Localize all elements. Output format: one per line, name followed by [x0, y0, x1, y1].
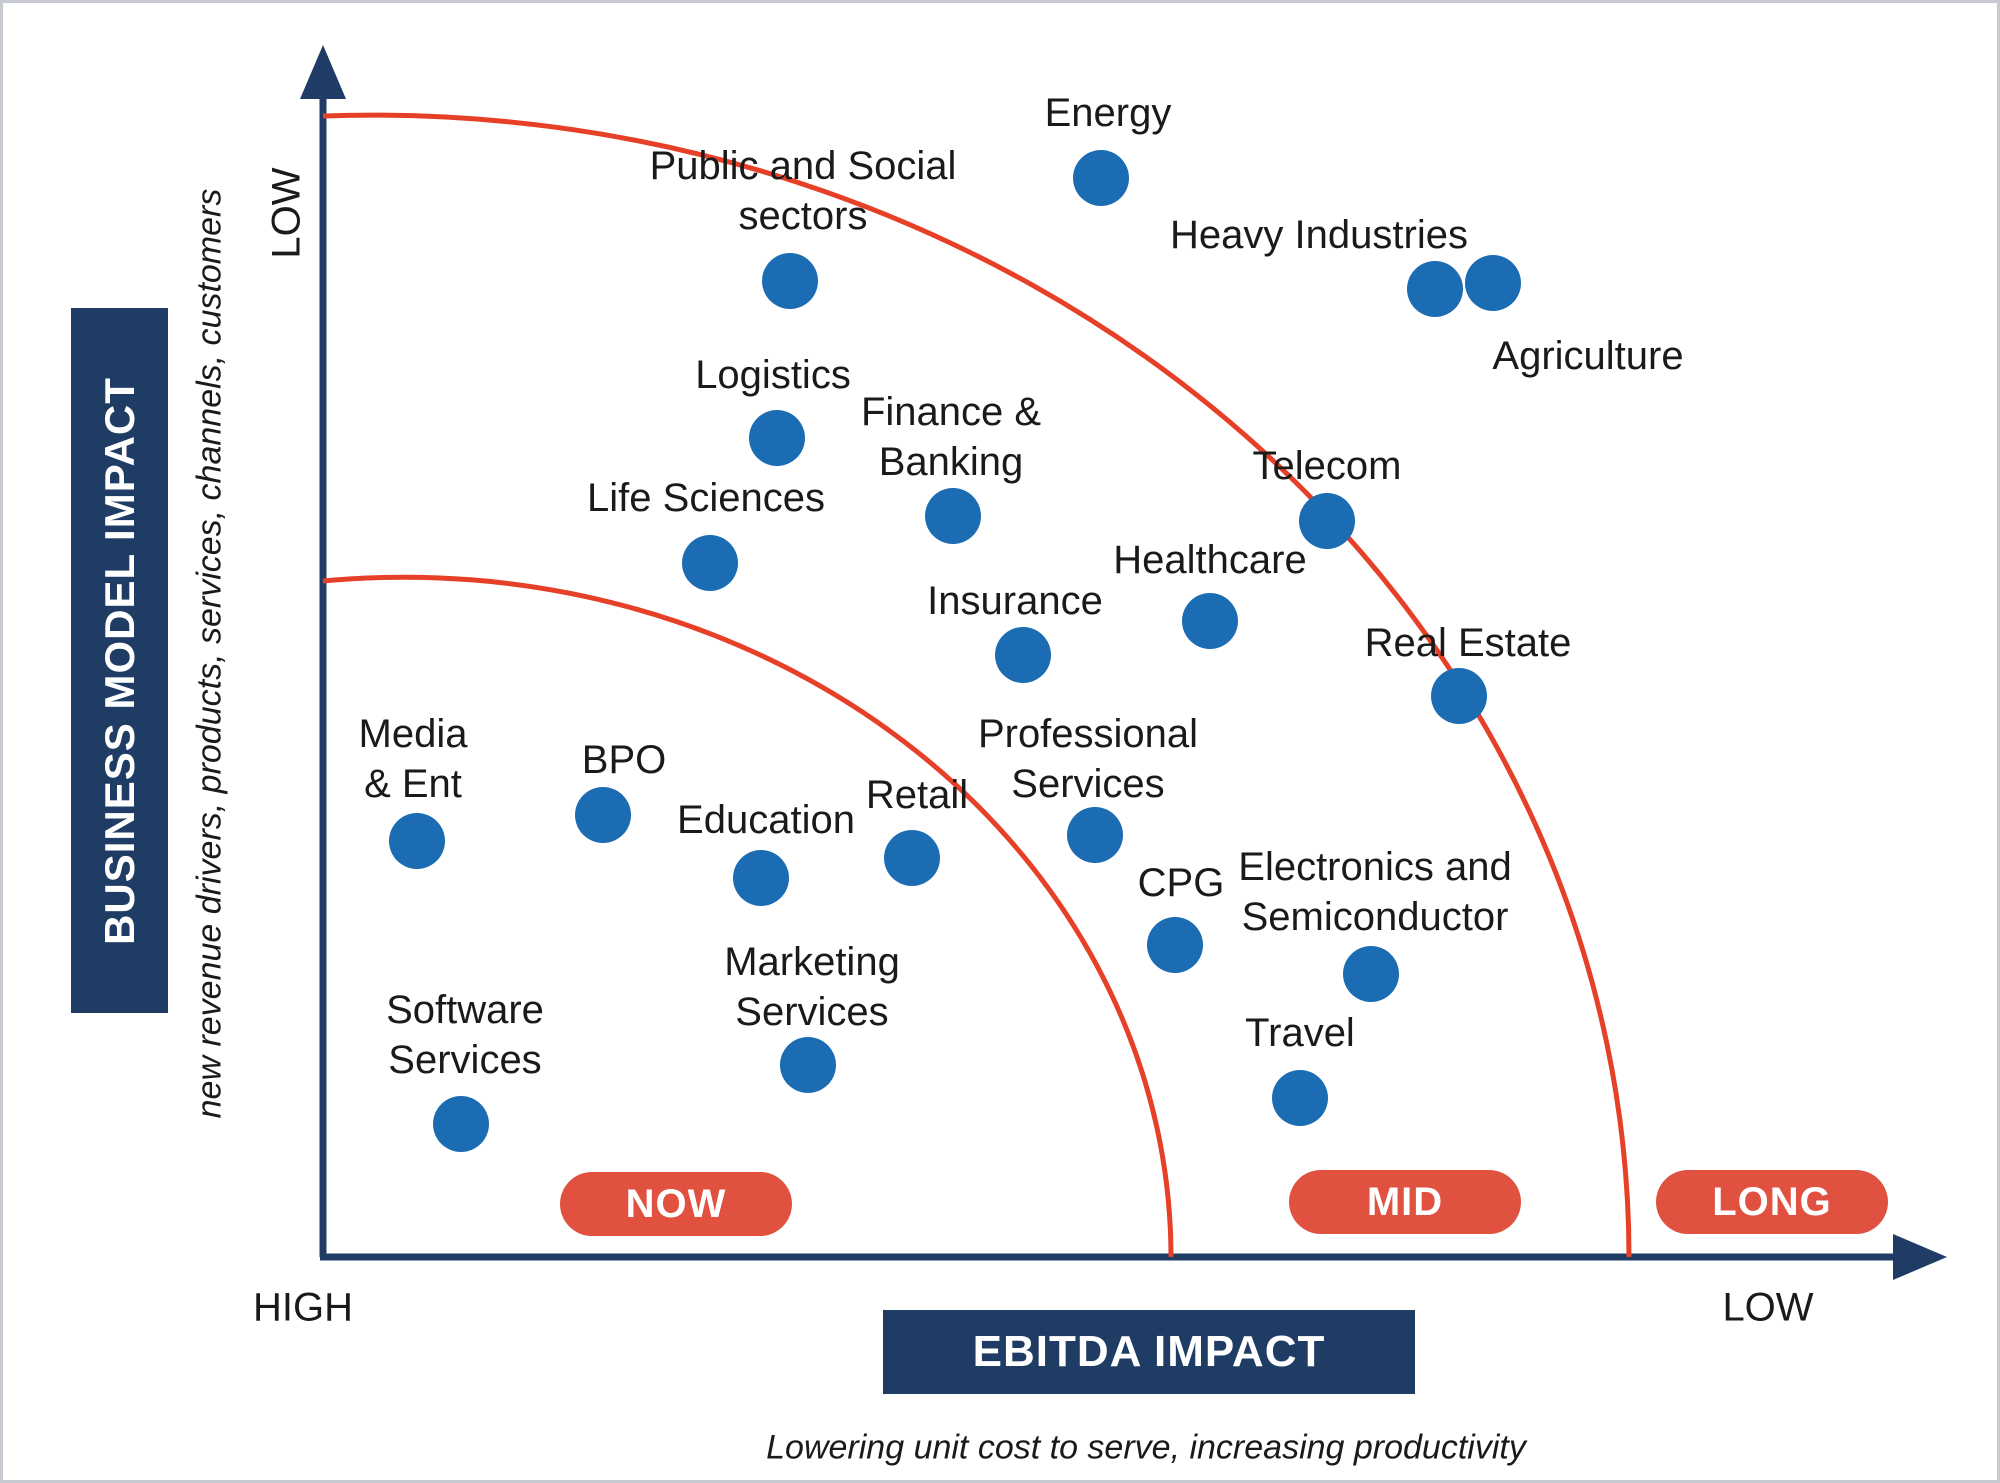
outer-horizon-arc — [322, 112, 1632, 1258]
industry-dot-bpo — [575, 787, 631, 843]
industry-dot-travel — [1272, 1070, 1328, 1126]
y-axis-title-box: BUSINESS MODEL IMPACT — [71, 308, 168, 1013]
x-axis-right-label: LOW — [1722, 1285, 1814, 1330]
industry-dot-real-estate — [1431, 668, 1487, 724]
industry-dot-media-ent — [389, 813, 445, 869]
industry-dot-prof-services — [1067, 807, 1123, 863]
industry-label-energy: Energy — [1044, 91, 1172, 135]
axes-and-arcs-layer — [300, 45, 1947, 1280]
industry-label-healthcare: Healthcare — [1113, 538, 1307, 582]
industry-label-logistics: Logistics — [695, 353, 851, 397]
industry-label-agriculture: Agriculture — [1492, 334, 1684, 378]
y-axis-arrowhead-icon — [300, 45, 346, 99]
x-axis-title: EBITDA IMPACT — [972, 1327, 1326, 1376]
industry-dot-retail — [884, 830, 940, 886]
horizon-pill-long: LONG — [1656, 1170, 1888, 1234]
x-axis-title-box: EBITDA IMPACT — [883, 1310, 1415, 1394]
industry-dot-software-services — [433, 1096, 489, 1152]
x-axis-subtitle: Lowering unit cost to serve, increasing … — [766, 1428, 1526, 1467]
x-axis-arrowhead-icon — [1893, 1234, 1947, 1280]
industry-dot-life-sciences — [682, 535, 738, 591]
industry-label-media-ent: Media & Ent — [358, 712, 468, 806]
industry-label-public-social: Public and Social sectors — [649, 144, 957, 238]
industry-label-telecom: Telecom — [1252, 444, 1402, 488]
industry-label-cpg: CPG — [1137, 861, 1225, 905]
industry-dot-heavy-industries — [1407, 261, 1463, 317]
y-axis-subtitle-wrap: new revenue drivers, products, services,… — [160, 188, 260, 1118]
industry-dot-healthcare — [1182, 593, 1238, 649]
industry-dot-marketing-services — [780, 1037, 836, 1093]
industry-label-travel: Travel — [1245, 1011, 1355, 1055]
industry-dot-insurance — [995, 627, 1051, 683]
industry-dot-agriculture — [1465, 255, 1521, 311]
industry-label-prof-services: Professional Services — [977, 712, 1199, 806]
horizon-pill-now: NOW — [560, 1172, 792, 1236]
industry-label-heavy-industries: Heavy Industries — [1170, 213, 1468, 257]
y-axis-top-label: LOW — [264, 167, 309, 259]
industry-dot-logistics — [749, 410, 805, 466]
x-axis-left-label: HIGH — [253, 1285, 353, 1330]
y-axis-title: BUSINESS MODEL IMPACT — [95, 376, 143, 945]
industry-label-bpo: BPO — [581, 738, 667, 782]
industry-dot-electronics-semi — [1343, 946, 1399, 1002]
industry-dot-telecom — [1299, 493, 1355, 549]
industry-dot-finance-banking — [925, 488, 981, 544]
industry-label-insurance: Insurance — [927, 579, 1103, 623]
industry-dot-education — [733, 850, 789, 906]
industry-dot-energy — [1073, 150, 1129, 206]
industry-label-education: Education — [677, 798, 855, 842]
inner-horizon-arc — [322, 574, 1174, 1258]
industry-dot-public-social — [762, 253, 818, 309]
industry-label-real-estate: Real Estate — [1364, 621, 1572, 665]
industry-label-life-sciences: Life Sciences — [587, 476, 825, 520]
industry-label-electronics-semi: Electronics and Semiconductor — [1238, 845, 1512, 939]
y-axis-subtitle: new revenue drivers, products, services,… — [190, 188, 229, 1118]
industry-label-software-services: Software Services — [386, 988, 544, 1082]
industry-dot-cpg — [1147, 917, 1203, 973]
industry-label-marketing-services: Marketing Services — [724, 940, 900, 1034]
horizon-pill-mid: MID — [1289, 1170, 1521, 1234]
industry-label-retail: Retail — [865, 773, 969, 817]
industry-label-finance-banking: Finance & Banking — [860, 390, 1042, 484]
